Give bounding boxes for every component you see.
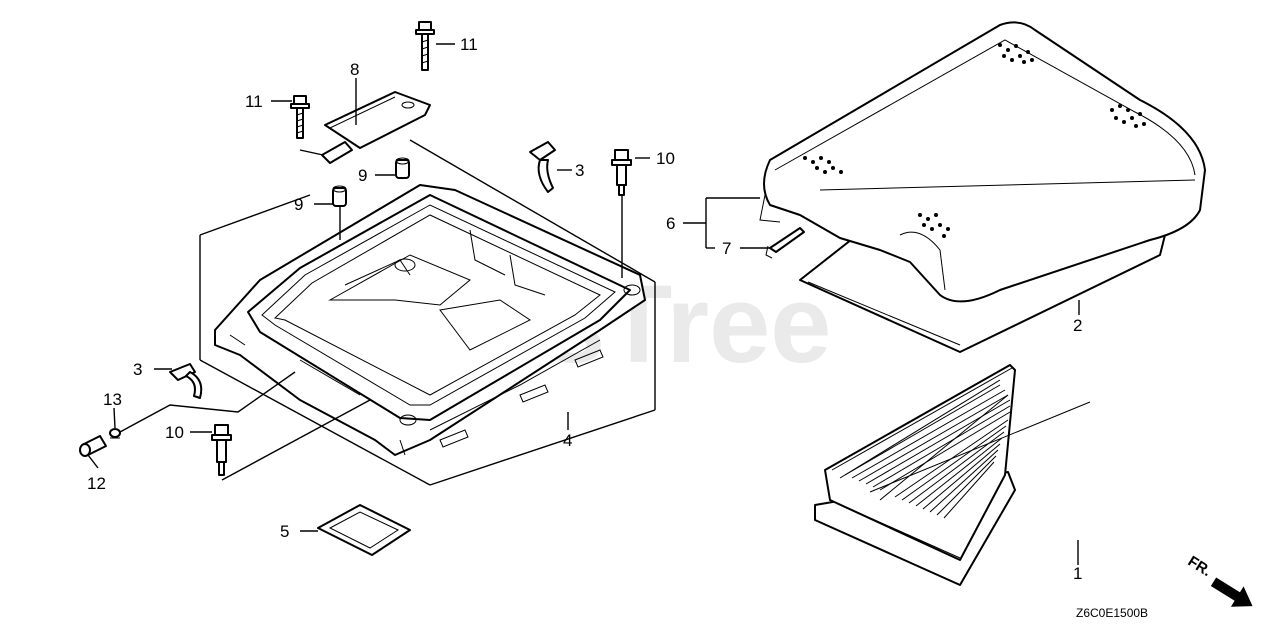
callout-11-right[interactable]: 11 bbox=[460, 35, 478, 54]
callout-4[interactable]: 4 bbox=[563, 431, 572, 450]
air-filter-element[interactable] bbox=[814, 364, 1091, 586]
callout-3-lower[interactable]: 3 bbox=[133, 360, 142, 379]
callout-9-lower[interactable]: 9 bbox=[294, 195, 303, 214]
callout-2[interactable]: 2 bbox=[1073, 316, 1082, 335]
diagram-code: Z6C0E1500B bbox=[1076, 606, 1148, 620]
leader-lines bbox=[87, 43, 1080, 565]
bolt-upper[interactable] bbox=[611, 149, 632, 196]
clip-upper[interactable] bbox=[529, 141, 556, 193]
callout-3-upper[interactable]: 3 bbox=[575, 161, 584, 180]
callout-11-left[interactable]: 11 bbox=[245, 92, 263, 111]
collar-lower[interactable] bbox=[332, 185, 347, 207]
direction-label: FR. bbox=[1185, 553, 1215, 580]
assembly-outline bbox=[199, 139, 656, 486]
callout-7[interactable]: 7 bbox=[722, 239, 731, 258]
callout-9-upper[interactable]: 9 bbox=[358, 166, 367, 185]
cap[interactable] bbox=[79, 435, 107, 457]
air-cleaner-cover[interactable] bbox=[759, 21, 1206, 353]
callout-12[interactable]: 12 bbox=[87, 474, 106, 493]
callout-10-lower[interactable]: 10 bbox=[165, 423, 184, 442]
callouts: 1 2 3 3 4 5 6 7 8 9 9 10 10 11 11 12 13 bbox=[87, 35, 1082, 583]
pin[interactable] bbox=[765, 227, 805, 259]
callout-13[interactable]: 13 bbox=[103, 390, 122, 409]
vent-holes bbox=[803, 43, 1146, 238]
flange-bolt-left[interactable] bbox=[290, 95, 310, 139]
front-direction-arrow-icon: FR. bbox=[1185, 553, 1253, 607]
callout-6[interactable]: 6 bbox=[666, 214, 675, 233]
bracket-plate[interactable] bbox=[321, 91, 431, 164]
collar-upper[interactable] bbox=[395, 157, 410, 179]
air-cleaner-case[interactable] bbox=[214, 184, 646, 456]
callout-5[interactable]: 5 bbox=[280, 522, 289, 541]
callout-1[interactable]: 1 bbox=[1073, 564, 1082, 583]
gasket[interactable] bbox=[317, 504, 411, 556]
bolt-lower[interactable] bbox=[211, 424, 232, 476]
callout-8[interactable]: 8 bbox=[350, 60, 359, 79]
clamp[interactable] bbox=[109, 428, 121, 439]
filter-pleats bbox=[844, 384, 1011, 519]
callout-10-upper[interactable]: 10 bbox=[656, 149, 675, 168]
clip-lower[interactable] bbox=[169, 363, 203, 399]
flange-bolt-right[interactable] bbox=[415, 21, 435, 71]
